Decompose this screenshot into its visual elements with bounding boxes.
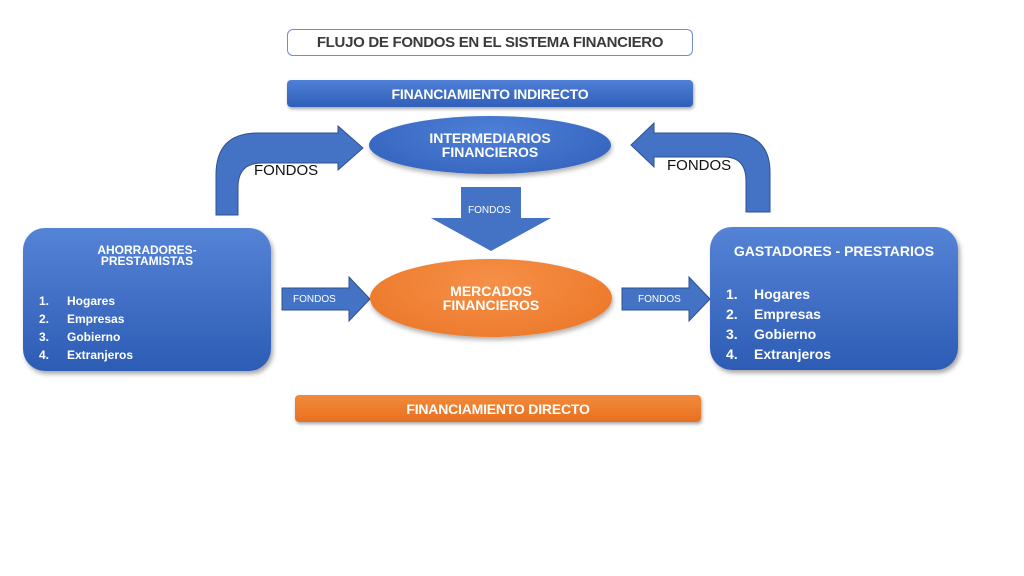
item-number: 1.: [726, 286, 738, 302]
item-label: Empresas: [67, 312, 125, 326]
item-number: 1.: [39, 294, 50, 308]
list-item: 2. Empresas: [726, 304, 958, 324]
list-item: 1. Hogares: [39, 292, 271, 310]
savers-title: AHORRADORES- PRESTAMISTAS: [23, 228, 271, 267]
item-label: Extranjeros: [67, 348, 134, 362]
fondos-label-savers-markets: FONDOS: [293, 294, 336, 305]
item-label: Gobierno: [754, 326, 817, 342]
list-item: 1. Hogares: [726, 284, 958, 304]
item-label: Extranjeros: [754, 346, 832, 362]
markets-line2: FINANCIEROS: [442, 297, 540, 313]
intermediaries-line2: FINANCIEROS: [441, 144, 539, 160]
fondos-label-markets-spenders: FONDOS: [638, 294, 681, 305]
fondos-label-down: FONDOS: [468, 205, 511, 216]
right-arrow-spenders: [621, 275, 711, 323]
savers-title-line2: PRESTAMISTAS: [100, 254, 194, 268]
curved-arrow-left: [215, 124, 364, 216]
item-label: Gobierno: [67, 330, 121, 344]
markets-node: MERCADOS FINANCIEROS: [370, 259, 612, 337]
list-item: 3. Gobierno: [39, 328, 271, 346]
diagram-title: FLUJO DE FONDOS EN EL SISTEMA FINANCIERO: [287, 29, 693, 56]
savers-title-line1: AHORRADORES-: [97, 243, 197, 257]
item-number: 2.: [726, 306, 738, 322]
item-number: 3.: [726, 326, 738, 342]
spenders-list: 1. Hogares 2. Empresas 3. Gobierno 4. Extran…: [710, 284, 958, 364]
right-arrow-savers: [281, 275, 371, 323]
list-item: 4. Extranjeros: [39, 346, 271, 364]
fondos-label-right: FONDOS: [667, 157, 732, 174]
savers-box: AHORRADORES- PRESTAMISTAS 1. Hogares 2. Em…: [23, 228, 271, 371]
item-number: 3.: [39, 330, 50, 344]
item-number: 4.: [39, 348, 50, 362]
item-number: 4.: [726, 346, 738, 362]
markets-line1: MERCADOS: [450, 283, 532, 299]
fondos-label-left: FONDOS: [254, 162, 319, 179]
spenders-title: GASTADORES - PRESTARIOS: [733, 243, 935, 259]
item-label: Hogares: [754, 286, 811, 302]
item-label: Empresas: [754, 306, 821, 322]
direct-financing-banner: FINANCIAMIENTO DIRECTO: [295, 395, 701, 422]
savers-list: 1. Hogares 2. Empresas 3. Gobierno 4. Extran…: [23, 292, 271, 364]
curved-arrow-right: [630, 121, 771, 213]
spenders-box: GASTADORES - PRESTARIOS 1. Hogares 2. Empr…: [710, 227, 958, 370]
indirect-financing-banner: FINANCIAMIENTO INDIRECTO: [287, 80, 693, 107]
intermediaries-node: INTERMEDIARIOS FINANCIEROS: [369, 116, 611, 174]
list-item: 3. Gobierno: [726, 324, 958, 344]
down-arrow: [431, 187, 551, 251]
list-item: 4. Extranjeros: [726, 344, 958, 364]
intermediaries-line1: INTERMEDIARIOS: [429, 130, 551, 146]
item-number: 2.: [39, 312, 50, 326]
list-item: 2. Empresas: [39, 310, 271, 328]
item-label: Hogares: [67, 294, 116, 308]
